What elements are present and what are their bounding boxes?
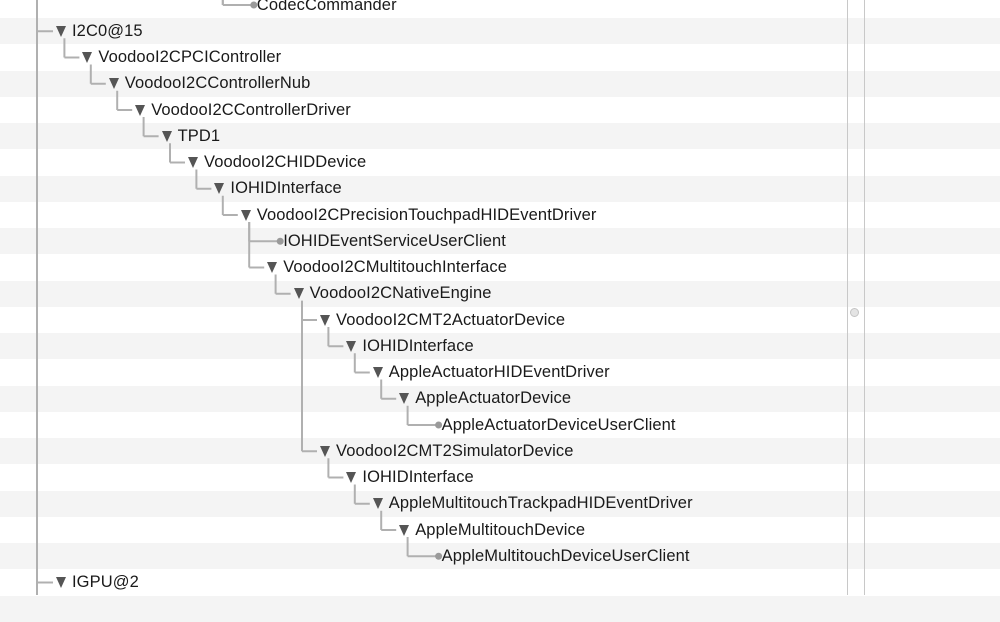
disclosure-triangle-icon[interactable] <box>267 262 278 273</box>
row-stripe <box>0 543 1000 570</box>
tree-row[interactable]: VoodooI2CPCIController <box>82 45 281 71</box>
tree-row[interactable]: TPD1 <box>161 123 221 149</box>
tree-row[interactable]: VoodooI2CControllerNub <box>108 71 311 97</box>
tree-row[interactable]: AppleActuatorDeviceUserClient <box>442 412 676 438</box>
disclosure-triangle-icon[interactable] <box>320 445 330 457</box>
tree-row-label: IGPU@2 <box>72 573 139 591</box>
tree-row[interactable]: VoodooI2CControllerDriver <box>135 97 351 123</box>
row-stripe <box>0 595 1000 622</box>
row-stripe <box>0 385 1000 412</box>
row-stripe <box>0 490 1000 517</box>
tree-row-label: VoodooI2CPrecisionTouchpadHIDEventDriver <box>256 205 597 224</box>
disclosure-triangle-icon[interactable] <box>399 524 410 536</box>
tree-row[interactable]: AppleMultitouchDeviceUserClient <box>442 543 690 569</box>
tree-row[interactable]: AppleMultitouchTrackpadHIDEventDriver <box>372 491 693 517</box>
row-stripe <box>0 228 1000 255</box>
tree-row[interactable]: VoodooI2CMT2ActuatorDevice <box>320 307 565 333</box>
tree-row-label: AppleMultitouchDevice <box>415 520 586 539</box>
tree-row-label: I2C0@15 <box>72 21 143 40</box>
row-stripe <box>0 517 1000 543</box>
row-stripe <box>0 333 1000 360</box>
tree-row[interactable]: IOHIDEventServiceUserClient <box>283 228 506 254</box>
row-stripe <box>0 44 1000 71</box>
tree-row-label: VoodooI2CMT2ActuatorDevice <box>336 310 566 329</box>
column-divider <box>847 0 848 595</box>
tree-row[interactable]: VoodooI2CMultitouchInterface <box>267 255 507 281</box>
tree-row-label: IOHIDInterface <box>230 179 342 198</box>
tree-row-label: VoodooI2CHIDDevice <box>204 153 367 171</box>
tree-row-label: TPD1 <box>177 126 221 145</box>
row-stripe <box>0 280 1000 307</box>
tree-row[interactable]: AppleActuatorDevice <box>399 386 571 412</box>
tree-row[interactable]: VoodooI2CPrecisionTouchpadHIDEventDriver <box>240 202 597 228</box>
row-stripe <box>0 0 1000 18</box>
disclosure-triangle-icon[interactable] <box>240 209 251 221</box>
tree-row-label: VoodooI2CNativeEngine <box>309 284 492 303</box>
tree-row-label: AppleMultitouchDeviceUserClient <box>441 546 690 565</box>
disclosure-triangle-icon[interactable] <box>56 25 66 37</box>
row-stripe <box>0 97 1000 123</box>
tree-row-label: IOHIDEventServiceUserClient <box>283 231 506 250</box>
disclosure-triangle-icon[interactable] <box>346 472 357 483</box>
row-stripe <box>0 149 1000 176</box>
tree-row-label: AppleActuatorDevice <box>415 389 572 408</box>
row-stripe <box>0 307 1000 333</box>
tree-row[interactable]: IOHIDInterface <box>346 333 474 359</box>
column-divider-right <box>864 0 865 595</box>
tree-row[interactable]: IOHIDInterface <box>214 176 342 202</box>
tree-row-label: VoodooI2CMT2SimulatorDevice <box>336 441 574 460</box>
row-stripe <box>0 438 1000 465</box>
disclosure-triangle-icon[interactable] <box>320 314 330 326</box>
tree-row-label: AppleMultitouchTrackpadHIDEventDriver <box>388 494 693 513</box>
tree-row-label: VoodooI2CPCIController <box>98 48 282 66</box>
split-view-handle[interactable] <box>850 308 859 317</box>
disclosure-triangle-icon[interactable] <box>56 577 66 588</box>
row-stripe <box>0 18 1000 45</box>
tree-row[interactable]: IGPU@2 <box>56 570 139 596</box>
tree-row[interactable]: VoodooI2CNativeEngine <box>293 281 492 307</box>
disclosure-triangle-icon[interactable] <box>372 367 383 378</box>
tree-row[interactable]: VoodooI2CMT2SimulatorDevice <box>320 438 573 464</box>
disclosure-triangle-icon[interactable] <box>372 498 383 510</box>
tree-row[interactable]: VoodooI2CHIDDevice <box>188 150 366 176</box>
disclosure-triangle-icon[interactable] <box>188 157 198 168</box>
disclosure-triangle-icon[interactable] <box>293 288 304 300</box>
tree-row-label: VoodooI2CControllerNub <box>124 74 311 93</box>
row-stripe <box>0 70 1000 97</box>
tree-row-label: IOHIDInterface <box>362 336 474 355</box>
tree-row[interactable]: CodecCommander <box>257 0 397 18</box>
tree-row[interactable]: I2C0@15 <box>56 18 143 44</box>
disclosure-triangle-icon[interactable] <box>161 130 172 142</box>
tree-row-label: AppleActuatorHIDEventDriver <box>388 363 610 381</box>
tree-row-label: VoodooI2CControllerDriver <box>151 100 351 119</box>
tree-row-label: VoodooI2CMultitouchInterface <box>283 258 508 276</box>
tree-row[interactable]: IOHIDInterface <box>346 465 474 491</box>
tree-row-label: AppleActuatorDeviceUserClient <box>441 415 676 434</box>
tree-row-label: IOHIDInterface <box>362 468 474 486</box>
row-stripe <box>0 123 1000 150</box>
disclosure-triangle-icon[interactable] <box>135 104 146 116</box>
row-stripe <box>0 412 1000 438</box>
tree-row[interactable]: AppleActuatorHIDEventDriver <box>372 360 610 386</box>
tree-row[interactable]: AppleMultitouchDevice <box>399 517 585 543</box>
disclosure-triangle-icon[interactable] <box>399 393 410 405</box>
tree-row-label: CodecCommander <box>256 0 397 14</box>
disclosure-triangle-icon[interactable] <box>82 52 93 63</box>
disclosure-triangle-icon[interactable] <box>214 183 225 195</box>
row-stripe <box>0 254 1000 281</box>
row-stripe <box>0 202 1000 228</box>
disclosure-triangle-icon[interactable] <box>108 78 119 90</box>
row-stripe <box>0 359 1000 386</box>
row-stripe <box>0 569 1000 596</box>
row-stripe <box>0 175 1000 202</box>
tree-root-line <box>36 0 38 595</box>
row-stripe <box>0 464 1000 491</box>
disclosure-triangle-icon[interactable] <box>346 340 357 352</box>
